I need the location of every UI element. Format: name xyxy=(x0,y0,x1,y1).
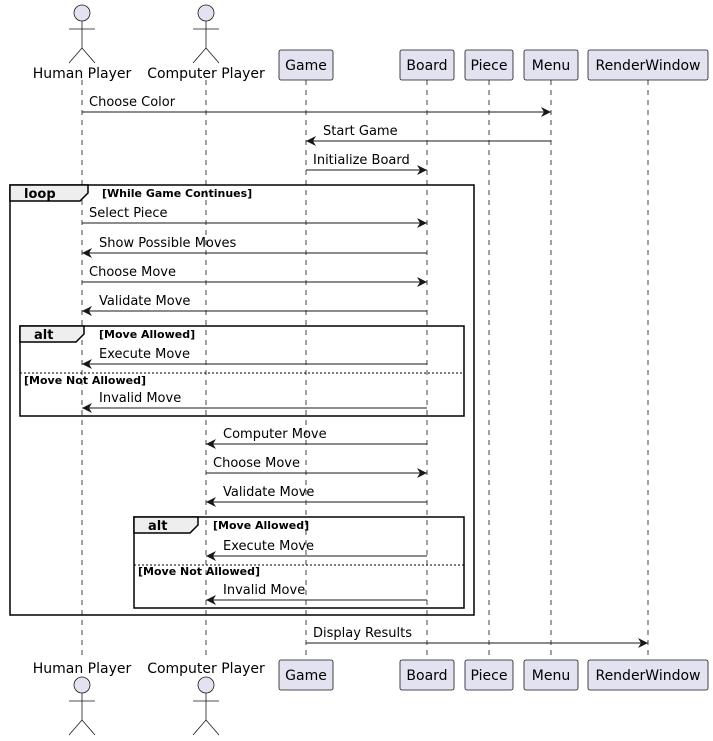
alt-keyword: alt xyxy=(148,519,167,534)
message-15: Display Results xyxy=(306,626,648,648)
alt-fragment-human: alt [Move Allowed] [Move Not Allowed] xyxy=(19,325,465,417)
participant-menu: Menu xyxy=(523,49,579,81)
alt-tab xyxy=(19,325,85,343)
lifelines xyxy=(81,80,649,660)
message-1: Choose Color xyxy=(82,95,551,117)
participant-box xyxy=(464,49,514,81)
loop-guard: [While Game Continues] xyxy=(102,187,252,200)
message-label: Execute Move xyxy=(99,347,190,362)
actor-icon xyxy=(192,4,220,64)
alt-guard: [Move Allowed] xyxy=(99,328,195,341)
participant-human: Human Player xyxy=(33,661,132,736)
message-2: Start Game xyxy=(306,124,551,146)
message-label: Computer Move xyxy=(223,427,327,442)
participant-computer: Computer Player xyxy=(147,4,265,82)
participant-piece: Piece xyxy=(464,49,514,81)
message-3: Initialize Board xyxy=(306,153,427,175)
message-10: Computer Move xyxy=(206,427,427,449)
participant-computer: Computer Player xyxy=(147,661,265,736)
actor-icon xyxy=(192,676,220,736)
message-9: Invalid Move xyxy=(82,391,427,413)
message-5: Show Possible Moves xyxy=(82,236,427,258)
message-label: Validate Move xyxy=(99,294,190,309)
participant-render: RenderWindow xyxy=(587,49,709,81)
participant-label: Board xyxy=(406,668,447,684)
participant-label: Human Player xyxy=(33,661,132,677)
message-label: Show Possible Moves xyxy=(99,236,237,251)
message-8: Execute Move xyxy=(82,347,427,369)
else-guard: [Move Not Allowed] xyxy=(138,565,260,578)
participant-game: Game xyxy=(278,659,334,691)
message-4: Select Piece xyxy=(82,206,427,228)
participant-label: RenderWindow xyxy=(595,668,700,684)
message-label: Invalid Move xyxy=(223,583,305,598)
alt-fragment-computer: alt [Move Allowed] [Move Not Allowed] xyxy=(133,516,465,609)
message-6: Choose Move xyxy=(82,265,427,287)
participant-box xyxy=(278,659,334,691)
participant-label: Human Player xyxy=(33,66,132,82)
participant-menu: Menu xyxy=(523,659,579,691)
participant-label: Menu xyxy=(532,668,570,684)
message-label: Select Piece xyxy=(89,206,168,221)
alt-guard: [Move Allowed] xyxy=(213,519,309,532)
participant-game: Game xyxy=(278,49,334,81)
participant-board: Board xyxy=(399,659,455,691)
participant-box xyxy=(399,49,455,81)
participant-label: Computer Player xyxy=(147,661,265,677)
message-label: Choose Color xyxy=(89,95,176,110)
loop-fragment: loop [While Game Continues] xyxy=(9,184,475,616)
participant-box xyxy=(587,659,709,691)
message-12: Validate Move xyxy=(206,485,427,507)
actor-icon xyxy=(68,4,96,64)
message-11: Choose Move xyxy=(206,456,427,478)
participant-label: Menu xyxy=(532,58,570,74)
participant-box xyxy=(523,659,579,691)
participant-label: Board xyxy=(406,58,447,74)
loop-keyword: loop xyxy=(24,187,56,202)
loop-tab xyxy=(9,184,89,202)
message-13: Execute Move xyxy=(206,539,427,561)
participant-render: RenderWindow xyxy=(587,659,709,691)
message-label: Validate Move xyxy=(223,485,314,500)
participant-label: Piece xyxy=(471,668,508,684)
actor-icon xyxy=(68,676,96,736)
alt-tab xyxy=(133,516,199,534)
message-label: Invalid Move xyxy=(99,391,181,406)
message-label: Choose Move xyxy=(89,265,176,280)
participant-label: Piece xyxy=(471,58,508,74)
participant-box xyxy=(278,49,334,81)
message-label: Execute Move xyxy=(223,539,314,554)
participant-label: RenderWindow xyxy=(595,58,700,74)
message-7: Validate Move xyxy=(82,294,427,316)
message-label: Start Game xyxy=(323,124,398,139)
participant-box xyxy=(399,659,455,691)
participant-label: Game xyxy=(285,668,327,684)
message-14: Invalid Move xyxy=(206,583,427,605)
participant-box xyxy=(523,49,579,81)
participant-human: Human Player xyxy=(33,4,132,82)
alt-keyword: alt xyxy=(34,328,53,343)
participant-board: Board xyxy=(399,49,455,81)
participant-label: Computer Player xyxy=(147,66,265,82)
participant-box xyxy=(464,659,514,691)
message-label: Choose Move xyxy=(213,456,300,471)
message-label: Initialize Board xyxy=(313,153,410,168)
participant-label: Game xyxy=(285,58,327,74)
participant-piece: Piece xyxy=(464,659,514,691)
message-label: Display Results xyxy=(313,626,412,641)
participant-box xyxy=(587,49,709,81)
else-guard: [Move Not Allowed] xyxy=(24,374,146,387)
